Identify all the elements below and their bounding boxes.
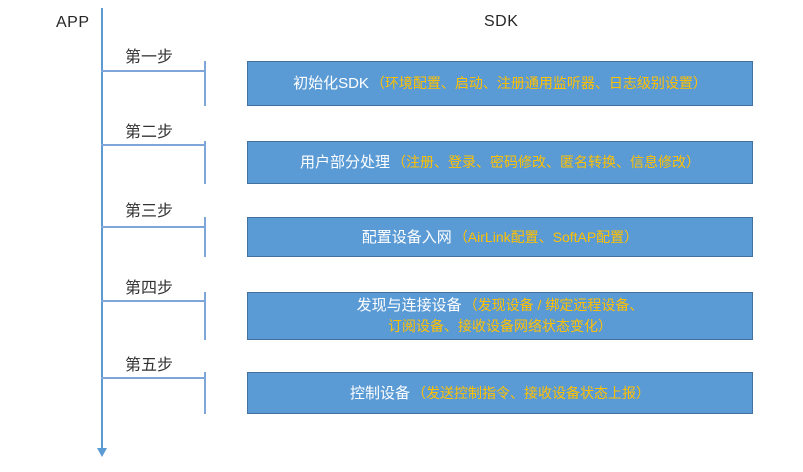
- step-label-4: 第四步: [125, 280, 174, 297]
- step-bracket-hline-3: [101, 226, 205, 228]
- step-bracket-tick-2: [204, 141, 206, 184]
- step-bracket-hline-4: [101, 300, 205, 302]
- sdk-step-box-text: 控制设备（发送控制指令、接收设备状态上报）: [350, 383, 650, 404]
- step-bracket-tick-3: [204, 217, 206, 257]
- sdk-step-box-text: 初始化SDK（环境配置、启动、注册通用监听器、日志级别设置）: [293, 73, 707, 94]
- step-bracket-tick-1: [204, 61, 206, 106]
- app-timeline-line: [101, 8, 103, 449]
- step-label-2: 第二步: [125, 124, 174, 141]
- step-box-title: 初始化SDK: [293, 75, 369, 92]
- step-label-1: 第一步: [125, 49, 174, 66]
- app-column-label: APP: [56, 14, 90, 31]
- step-box-title: 用户部分处理: [299, 154, 390, 171]
- sdk-step-box-4: 发现与连接设备（发现设备 / 绑定远程设备、订阅设备、接收设备网络状态变化）: [247, 292, 753, 340]
- arrow-down-icon: [97, 448, 107, 457]
- sdk-column-label: SDK: [484, 13, 519, 30]
- step-box-detail: （环境配置、启动、注册通用监听器、日志级别设置）: [370, 75, 707, 91]
- sdk-step-box-text: 用户部分处理（注册、登录、密码修改、匿名转换、信息修改）: [300, 152, 700, 173]
- step-box-detail: （注册、登录、密码修改、匿名转换、信息修改）: [392, 154, 700, 170]
- step-bracket-tick-5: [204, 372, 206, 414]
- step-bracket-hline-5: [101, 377, 205, 379]
- sdk-step-box-text: 发现与连接设备（发现设备 / 绑定远程设备、订阅设备、接收设备网络状态变化）: [357, 295, 644, 337]
- step-box-detail: （AirLink配置、SoftAP配置）: [453, 228, 639, 245]
- step-bracket-hline-2: [101, 144, 205, 146]
- step-box-title: 发现与连接设备: [356, 297, 462, 314]
- step-box-detail-line2: 订阅设备、接收设备网络状态变化）: [388, 318, 612, 334]
- step-label-5: 第五步: [125, 357, 174, 374]
- step-box-title: 配置设备入网: [361, 228, 452, 246]
- step-box-detail: （发现设备 / 绑定远程设备、: [463, 297, 644, 313]
- step-bracket-hline-1: [101, 70, 205, 72]
- sdk-step-box-2: 用户部分处理（注册、登录、密码修改、匿名转换、信息修改）: [247, 141, 753, 184]
- step-box-detail: （发送控制指令、接收设备状态上报）: [412, 384, 650, 401]
- step-bracket-tick-4: [204, 292, 206, 340]
- step-box-title: 控制设备: [349, 384, 410, 402]
- sdk-step-box-1: 初始化SDK（环境配置、启动、注册通用监听器、日志级别设置）: [247, 61, 753, 106]
- sdk-step-box-text: 配置设备入网（AirLink配置、SoftAP配置）: [362, 227, 638, 248]
- sdk-step-box-3: 配置设备入网（AirLink配置、SoftAP配置）: [247, 217, 753, 257]
- sdk-step-box-5: 控制设备（发送控制指令、接收设备状态上报）: [247, 372, 753, 414]
- step-label-3: 第三步: [125, 203, 174, 220]
